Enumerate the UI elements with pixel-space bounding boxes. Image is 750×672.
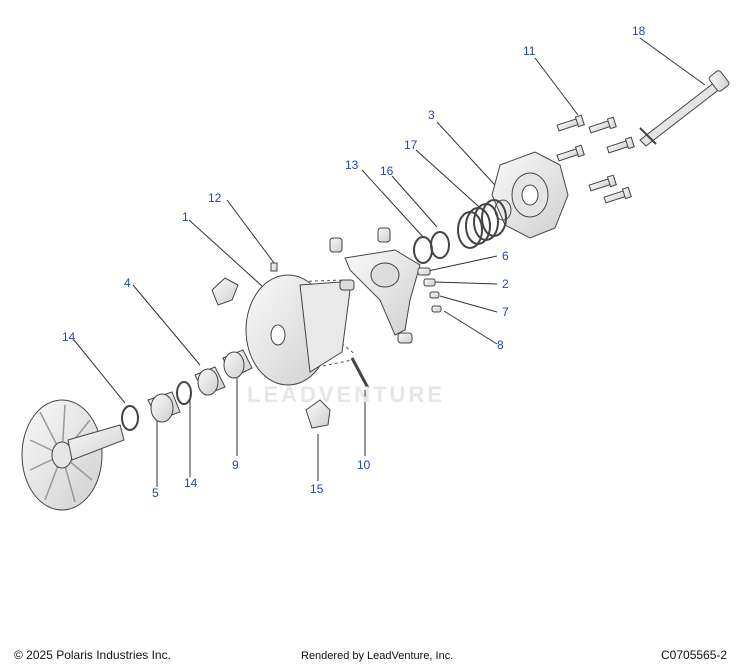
part-weight-upper	[211, 277, 239, 306]
part-14-ring-right	[176, 381, 192, 405]
part-14-ring-left	[121, 405, 139, 431]
part-18-bolt	[639, 70, 730, 147]
leader-lines	[73, 37, 706, 487]
callout-13[interactable]: 13	[345, 158, 359, 172]
footer-diagram-code: C0705565-2	[661, 648, 728, 662]
part-small-pins	[417, 267, 442, 313]
part-13-ring	[413, 236, 433, 264]
callout-16[interactable]: 16	[380, 164, 394, 178]
part-fixed-sheave	[21, 399, 125, 511]
watermark-text: LEADVENTURE	[247, 382, 446, 407]
callout-3[interactable]: 3	[428, 108, 435, 122]
callout-1[interactable]: 1	[182, 210, 189, 224]
part-spider	[329, 227, 421, 344]
callout-6[interactable]: 6	[502, 249, 509, 263]
part-17-spring	[457, 199, 507, 249]
callout-15[interactable]: 15	[310, 482, 324, 496]
part-5-bushing	[147, 391, 181, 423]
callout-2[interactable]: 2	[502, 277, 509, 291]
part-3-ring	[494, 199, 512, 221]
callout-18[interactable]: 18	[632, 24, 646, 38]
part-15-weight	[305, 399, 331, 429]
part-11-bolts	[556, 114, 635, 204]
part-12-pin	[270, 262, 278, 272]
footer-copyright: © 2025 Polaris Industries Inc.	[14, 648, 171, 662]
callout-14-left[interactable]: 14	[62, 330, 76, 344]
footer-rendered-by: Rendered by LeadVenture, Inc.	[301, 650, 454, 662]
callout-8[interactable]: 8	[497, 338, 504, 352]
part-1-sheave	[245, 274, 355, 386]
callout-12[interactable]: 12	[208, 191, 222, 205]
callout-11[interactable]: 11	[523, 44, 536, 58]
part-16-ring	[430, 231, 450, 259]
callout-9[interactable]: 9	[232, 458, 239, 472]
callout-4[interactable]: 4	[124, 276, 131, 290]
callout-10[interactable]: 10	[357, 458, 371, 472]
part-3-cover	[491, 151, 569, 239]
part-9-bushing	[222, 349, 253, 379]
callout-5[interactable]: 5	[152, 486, 159, 500]
callout-7[interactable]: 7	[502, 305, 509, 319]
callout-14-right[interactable]: 14	[184, 476, 198, 490]
part-4-bushing	[194, 366, 226, 396]
part-10-pin	[350, 357, 370, 389]
callout-17[interactable]: 17	[404, 138, 418, 152]
